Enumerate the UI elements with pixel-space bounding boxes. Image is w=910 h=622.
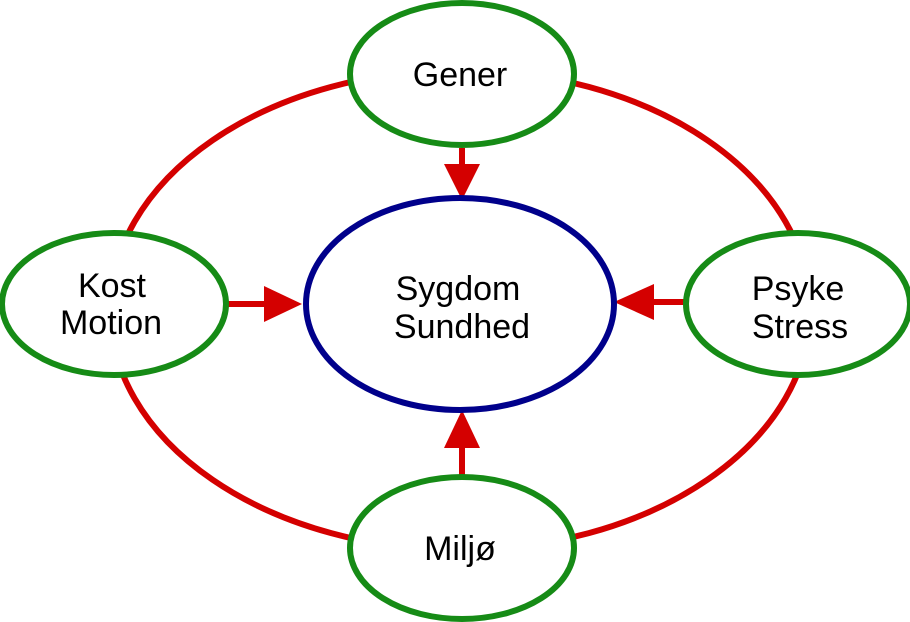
node-center-shape [303, 195, 617, 413]
node-center-line1: Sygdom [396, 270, 521, 308]
node-top-shape [347, 0, 577, 148]
node-center-line2: Sundhed [394, 308, 530, 346]
node-left-line2: Motion [60, 304, 162, 342]
node-left-shape [0, 230, 229, 378]
arrow-right-to-center [614, 284, 686, 320]
node-left: Kost Motion [0, 230, 229, 378]
node-bottom-shape [347, 474, 577, 622]
node-right-line2: Stress [752, 308, 848, 346]
arrow-top-to-center [444, 148, 480, 200]
node-right-line1: Psyke [752, 270, 845, 308]
arrow-left-to-center [228, 286, 302, 322]
node-top: Gener [347, 0, 577, 148]
node-center: Sygdom Sundhed [303, 195, 617, 413]
node-right-shape [683, 230, 910, 378]
node-bottom: Miljø [347, 474, 577, 622]
arrow-bottom-to-center [444, 410, 480, 480]
node-right: Psyke Stress [683, 230, 910, 378]
node-bottom-line1: Miljø [424, 530, 496, 568]
node-left-line1: Kost [78, 267, 147, 305]
node-top-line1: Gener [413, 56, 508, 94]
